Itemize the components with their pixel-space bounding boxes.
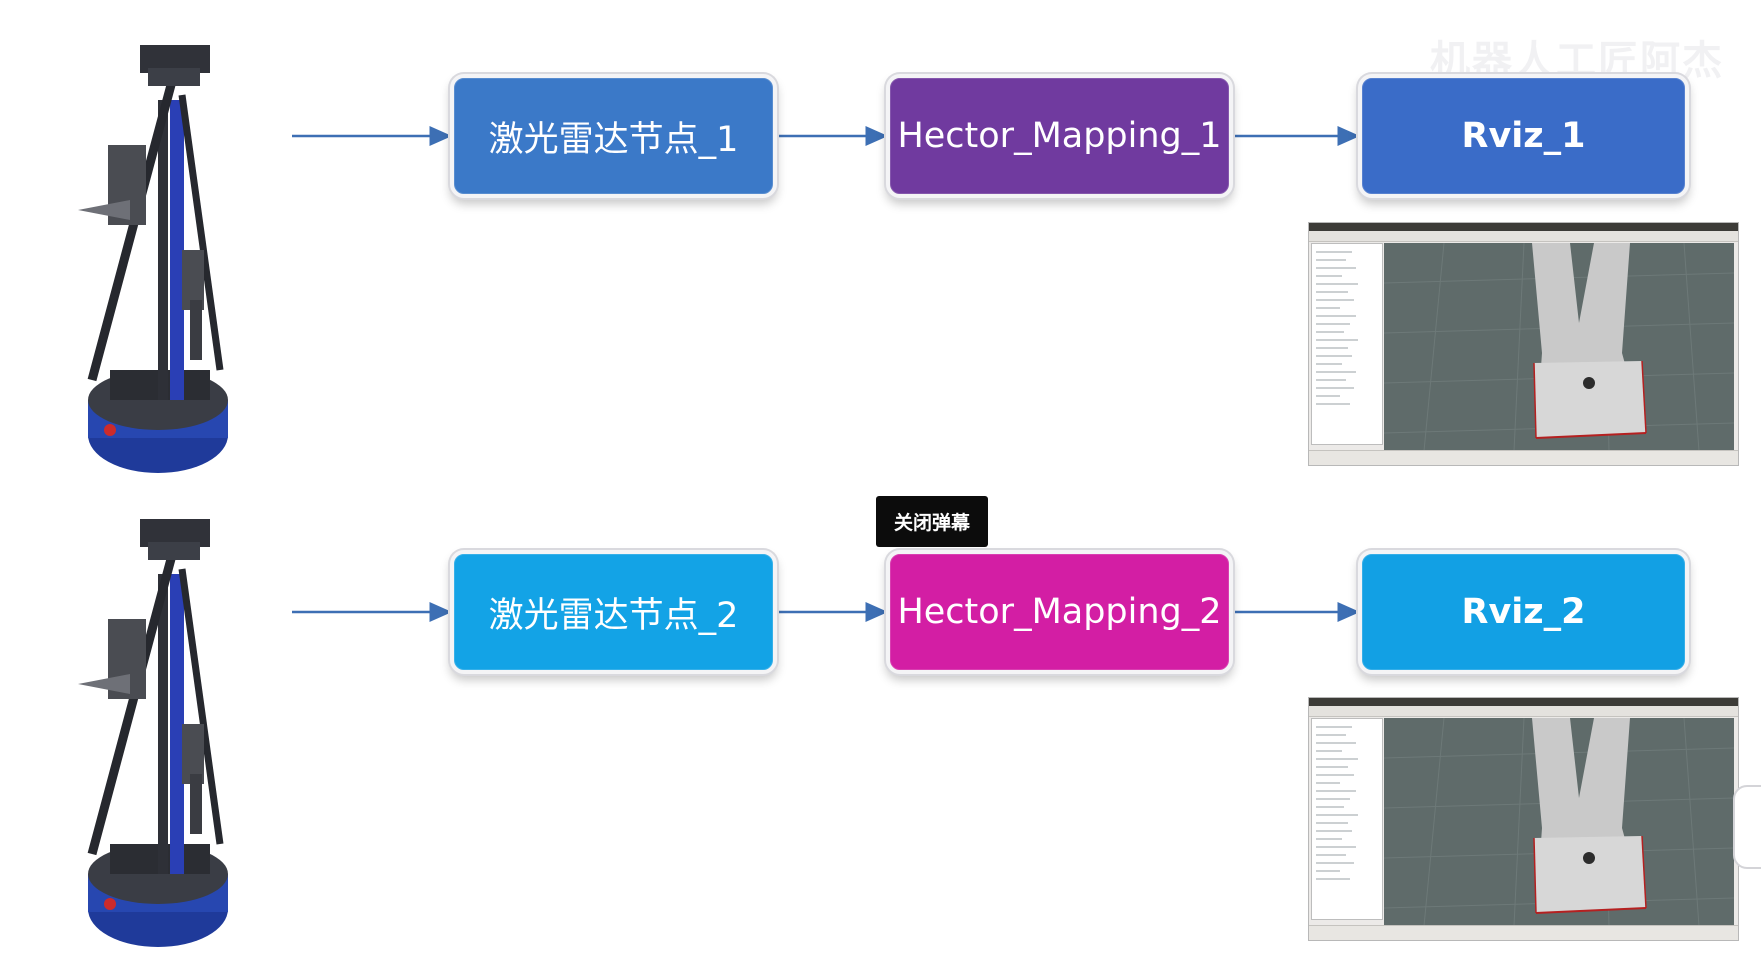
hector-mapping-node-1: Hector_Mapping_1 <box>886 74 1233 198</box>
rviz-map-screenshot <box>1308 222 1739 466</box>
rviz-node-2: Rviz_2 <box>1358 550 1689 674</box>
rviz-map-screenshot <box>1308 697 1739 941</box>
close-danmaku-tooltip[interactable]: 关闭弹幕 <box>876 496 988 547</box>
rviz-node-1: Rviz_1 <box>1358 74 1689 198</box>
laser-radar-node-1: 激光雷达节点_1 <box>450 74 777 198</box>
robot-image <box>78 45 228 473</box>
robot-image <box>78 519 228 947</box>
hector-mapping-node-2: Hector_Mapping_2 <box>886 550 1233 674</box>
side-panel-tab[interactable] <box>1733 785 1761 869</box>
laser-radar-node-2: 激光雷达节点_2 <box>450 550 777 674</box>
